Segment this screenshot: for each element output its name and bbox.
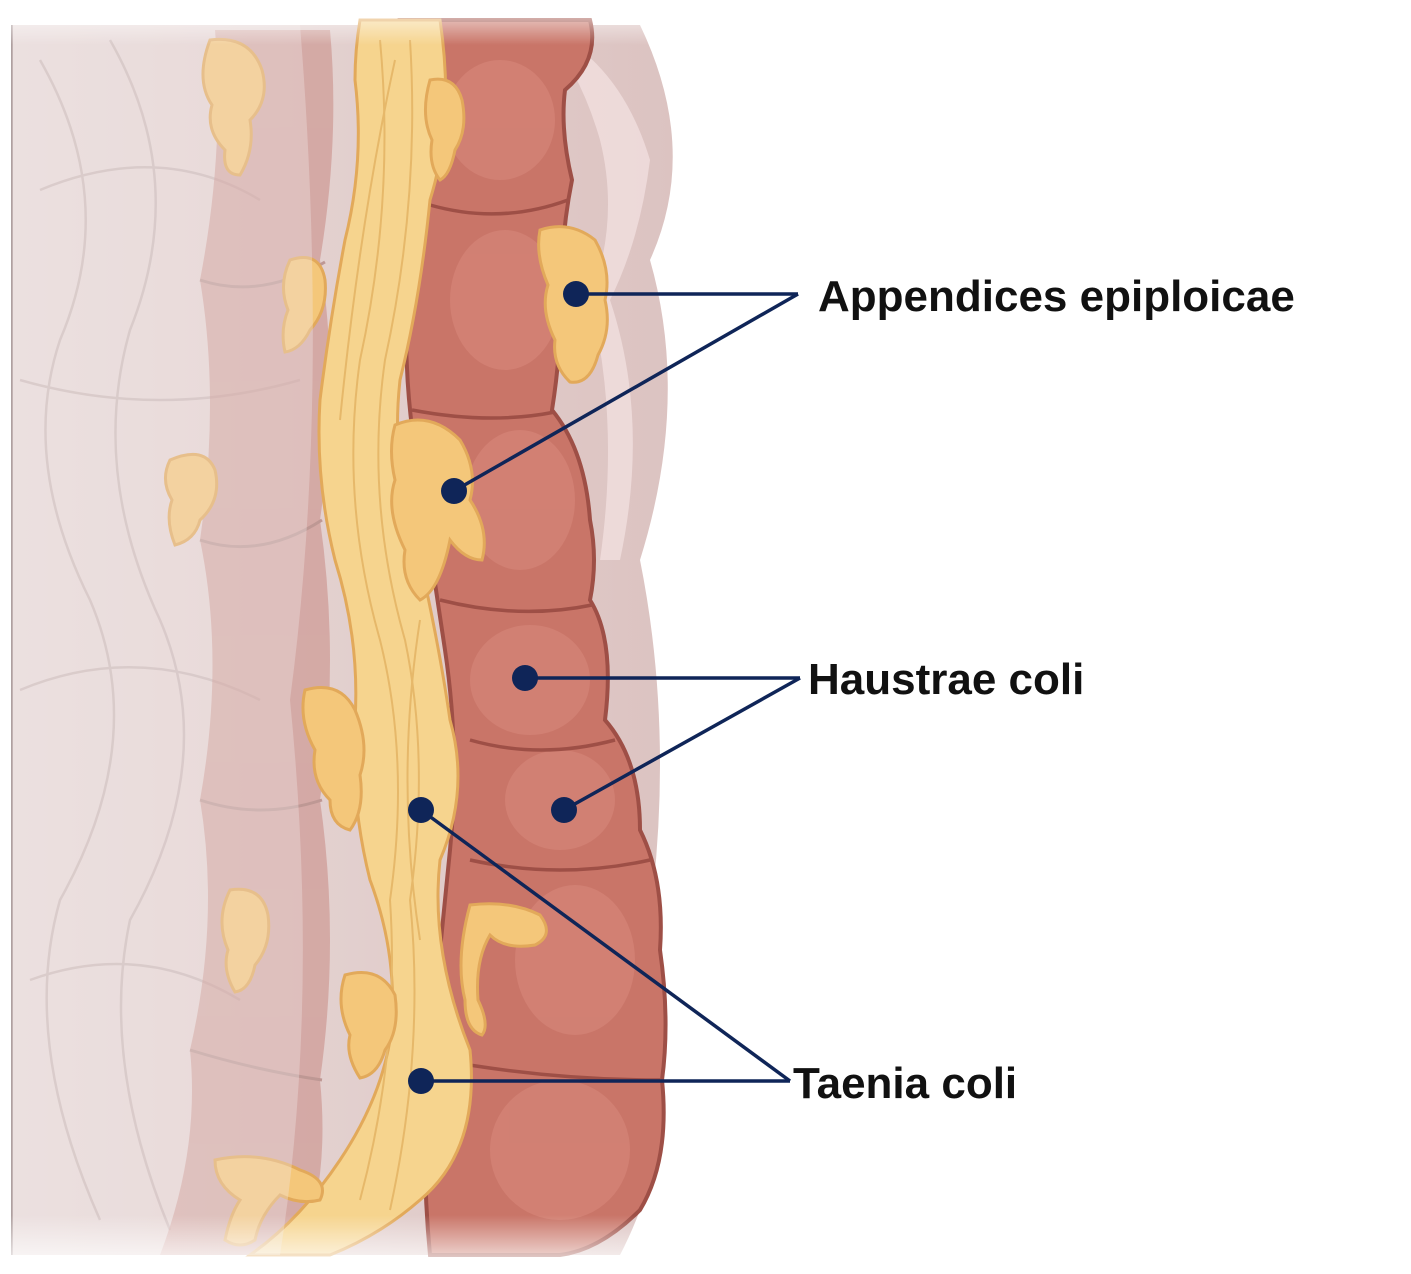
leader-appendices-2 xyxy=(453,292,799,493)
markers xyxy=(408,281,589,1094)
top-fade xyxy=(0,0,760,45)
marker-haustrae-1 xyxy=(512,665,538,691)
bottom-fade xyxy=(0,1215,760,1274)
label-haustrae-coli: Haustrae coli xyxy=(808,655,1084,704)
label-appendices-epiploicae: Appendices epiploicae xyxy=(818,272,1295,321)
leader-haustrae-2 xyxy=(563,676,801,812)
marker-taenia-2 xyxy=(408,1068,434,1094)
marker-haustrae-2 xyxy=(551,797,577,823)
leader-taenia-1 xyxy=(419,808,792,1083)
leader-lines xyxy=(419,292,801,1083)
marker-appendices-2 xyxy=(441,478,467,504)
label-taenia-coli: Taenia coli xyxy=(793,1059,1017,1108)
fat-appendages xyxy=(164,37,609,1247)
marker-appendices-1 xyxy=(563,281,589,307)
omentum-veil xyxy=(12,25,313,1255)
marker-taenia-1 xyxy=(408,797,434,823)
